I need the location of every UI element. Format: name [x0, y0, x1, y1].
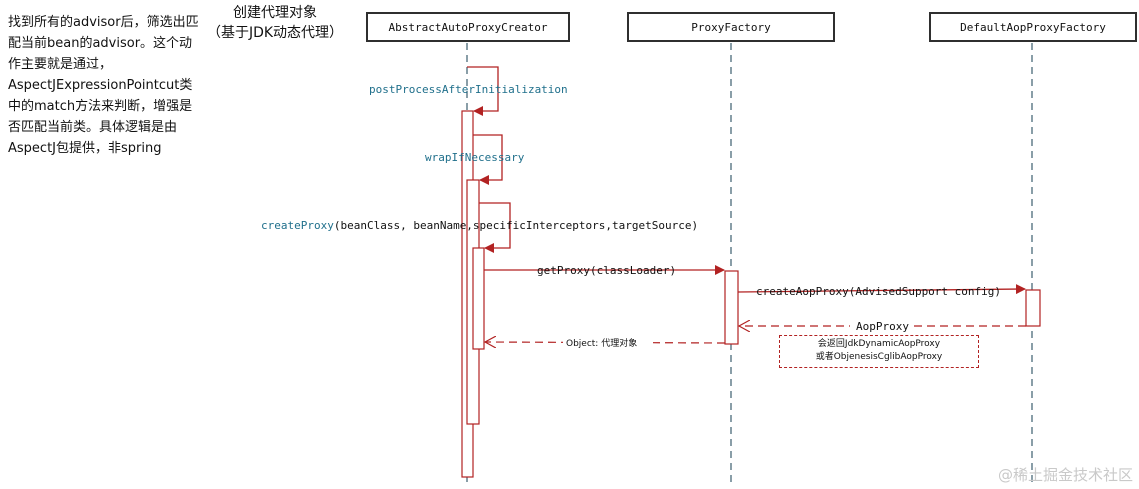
self-call-create-proxy-arrow: [479, 202, 511, 253]
create-aop-proxy-arrow: [737, 284, 1026, 295]
self-call-post-process-arrow: [467, 66, 499, 116]
participant-default-aop-proxy-factory: DefaultAopProxyFactory: [929, 12, 1137, 42]
aop-proxy-label-bg: [850, 318, 912, 332]
post-process-label: postProcessAfterInitialization: [369, 83, 568, 96]
participant-abstract-auto-proxy-creator: AbstractAutoProxyCreator: [366, 12, 570, 42]
create-proxy-label: createProxy(beanClass, beanName,specific…: [261, 219, 698, 232]
activation-bar-proxy-factory: [724, 270, 739, 345]
activation-bar-default-aop-proxy-factory: [1025, 289, 1041, 327]
watermark: @稀土掘金技术社区: [997, 466, 1133, 484]
participant-proxy-factory: ProxyFactory: [627, 12, 835, 42]
return-type-note: 会返回JdkDynamicAopProxy 或者ObjenesisCglibAo…: [779, 335, 979, 368]
aop-proxy-return-label: AopProxy: [856, 320, 909, 333]
create-aop-proxy-label: createAopProxy(AdvisedSupport config): [756, 285, 1001, 298]
diagram-title: 创建代理对象 （基于JDK动态代理）: [206, 5, 344, 41]
self-call-wrap-arrow: [473, 134, 503, 185]
object-return-label-bg: [563, 335, 653, 349]
wrap-if-necessary-label: wrapIfNecessary: [425, 151, 525, 164]
create-proxy-args: (beanClass, beanName,specificInterceptor…: [334, 219, 698, 232]
get-proxy-label: getProxy(classLoader): [537, 264, 676, 277]
object-return-label: Object: 代理对象: [566, 337, 637, 349]
activation-bar-creator-create-proxy: [472, 247, 485, 350]
side-note: 找到所有的advisor后，筛选出匹配当前bean的advisor。这个动作主要…: [8, 15, 199, 156]
create-proxy-method-name: createProxy: [261, 219, 334, 232]
